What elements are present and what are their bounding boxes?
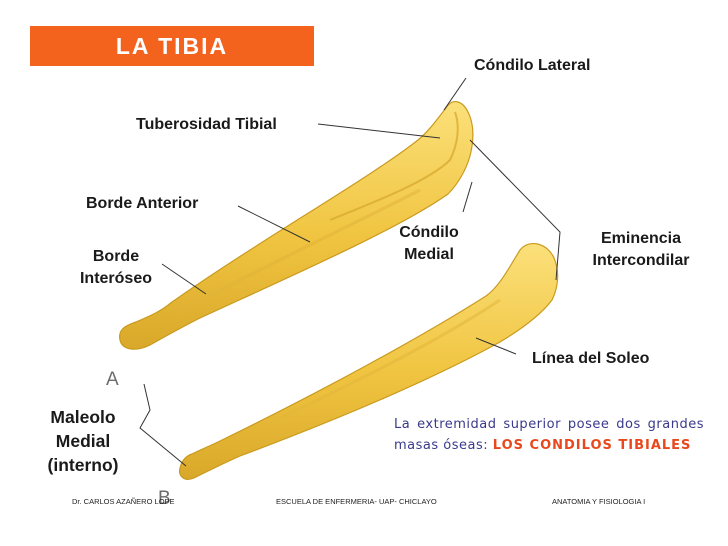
label-condilo-medial-line1: Cóndilo (399, 224, 459, 241)
marker-b: B (158, 488, 171, 509)
label-borde-interoseo: Borde Interóseo (64, 246, 168, 290)
label-condilo-medial-line2: Medial (404, 246, 454, 263)
label-maleolo-medial: Maleolo Medial (interno) (36, 405, 130, 477)
label-borde-interoseo-line1: Borde (92, 248, 140, 265)
label-maleolo-line1: Maleolo (50, 407, 116, 427)
note-paragraph: La extremidad superior posee dos grandes… (394, 414, 704, 456)
footer-school: ESCUELA DE ENFERMERIA- UAP- CHICLAYO (276, 497, 437, 506)
label-eminencia-intercondilar: Eminencia Intercondilar (574, 228, 708, 272)
label-borde-interoseo-line2: Interóseo (79, 270, 152, 287)
leader-lines (139, 77, 561, 467)
label-condilo-lateral: Cóndilo Lateral (474, 57, 591, 74)
label-borde-anterior: Borde Anterior (86, 195, 199, 212)
tibia-anterior-view (119, 101, 474, 350)
note-text: La extremidad superior posee dos grandes… (394, 417, 704, 453)
label-maleolo-line3: (interno) (47, 455, 119, 475)
note-highlight: LOS CONDILOS TIBIALES (492, 438, 692, 453)
label-eminencia-line2: Intercondilar (592, 252, 690, 269)
page-title: LA TIBIA (30, 26, 314, 66)
label-condilo-medial: Cóndilo Medial (386, 222, 472, 266)
footer-course: ANATOMIA Y FISIOLOGIA I (552, 497, 646, 506)
footer-author: Dr. CARLOS AZAÑERO LOPE (72, 497, 175, 506)
label-tuberosidad-tibial: Tuberosidad Tibial (136, 116, 277, 133)
label-eminencia-line1: Eminencia (600, 230, 682, 247)
tibia-posterior-view (179, 242, 559, 480)
label-linea-soleo: Línea del Soleo (532, 350, 650, 367)
marker-a: A (106, 369, 119, 390)
label-maleolo-line2: Medial (55, 431, 111, 451)
